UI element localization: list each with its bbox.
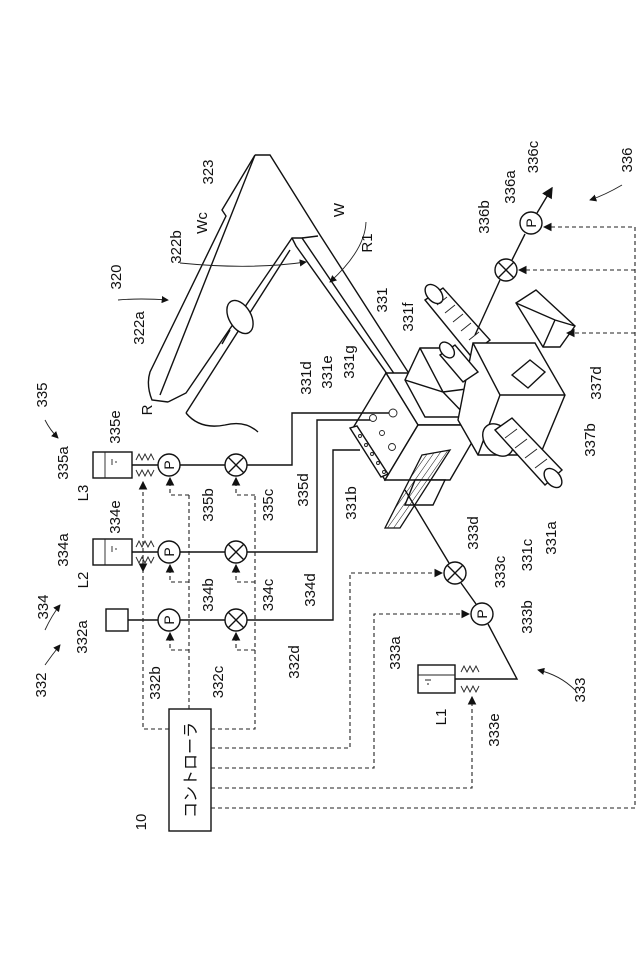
label-R1: R1	[359, 233, 376, 252]
tank-335a	[93, 452, 132, 478]
label-331e: 331e	[319, 355, 336, 388]
svg-text:P: P	[161, 547, 177, 556]
label-336c: 336c	[525, 140, 542, 173]
label-335d: 335d	[295, 473, 312, 506]
label-L3: L3	[75, 485, 92, 502]
label-331: 331	[374, 287, 391, 312]
label-332c: 332c	[210, 665, 227, 698]
svg-text:コントローラ: コントローラ	[181, 722, 200, 818]
label-322b: 322b	[168, 230, 185, 263]
label-336a: 336a	[502, 170, 519, 204]
label-332a: 332a	[74, 620, 91, 654]
label-322a: 322a	[131, 311, 148, 345]
label-R: R	[139, 404, 156, 415]
label-L2: L2	[75, 572, 92, 589]
label-331d: 331d	[298, 361, 315, 394]
line-335: P	[93, 413, 389, 478]
label-337d: 337d	[588, 366, 605, 399]
label-334: 334	[35, 594, 52, 619]
label-334d: 334d	[302, 573, 319, 606]
controller-10: コントローラ	[169, 709, 211, 831]
svg-text:P: P	[523, 218, 539, 227]
tank-334a	[93, 539, 132, 565]
label-331c: 331c	[519, 538, 536, 571]
label-334c: 334c	[260, 578, 277, 611]
label-331b: 331b	[343, 486, 360, 519]
line-333: P	[405, 490, 517, 693]
label-333d: 333d	[465, 516, 482, 549]
line-332: P	[106, 450, 360, 631]
label-335b: 335b	[200, 488, 217, 521]
valve-336b	[495, 259, 517, 281]
line-334: P	[93, 420, 370, 565]
label-Wc: Wc	[194, 212, 211, 234]
stage-320	[148, 155, 408, 432]
label-331a: 331a	[543, 521, 560, 555]
label-331g: 331g	[341, 345, 358, 378]
label-335a: 335a	[55, 446, 72, 480]
label-323: 323	[200, 159, 217, 184]
label-W: W	[331, 202, 348, 217]
label-320: 320	[108, 264, 125, 289]
label-333: 333	[572, 677, 589, 702]
label-337b: 337b	[582, 423, 599, 456]
pump-336a: P	[520, 212, 542, 234]
label-335e: 335e	[107, 410, 124, 443]
svg-text:P: P	[474, 609, 490, 618]
label-333b: 333b	[519, 600, 536, 633]
label-334a: 334a	[55, 533, 72, 567]
label-331f: 331f	[400, 302, 417, 332]
label-10: 10	[133, 814, 150, 831]
label-332: 332	[33, 672, 50, 697]
label-334e: 334e	[107, 500, 124, 533]
label-335: 335	[34, 382, 51, 407]
label-333e: 333e	[486, 713, 503, 746]
source-332a	[106, 609, 128, 631]
tank-333a	[418, 665, 455, 693]
label-336: 336	[619, 147, 636, 172]
motor-337d	[516, 290, 575, 347]
label-335c: 335c	[260, 488, 277, 521]
svg-text:P: P	[161, 460, 177, 469]
label-332b: 332b	[147, 666, 164, 699]
label-333a: 333a	[387, 636, 404, 670]
svg-text:P: P	[161, 615, 177, 624]
label-336b: 336b	[476, 200, 493, 233]
label-332d: 332d	[286, 645, 303, 678]
label-334b: 334b	[200, 578, 217, 611]
label-L1: L1	[433, 709, 450, 726]
label-333c: 333c	[492, 555, 509, 588]
